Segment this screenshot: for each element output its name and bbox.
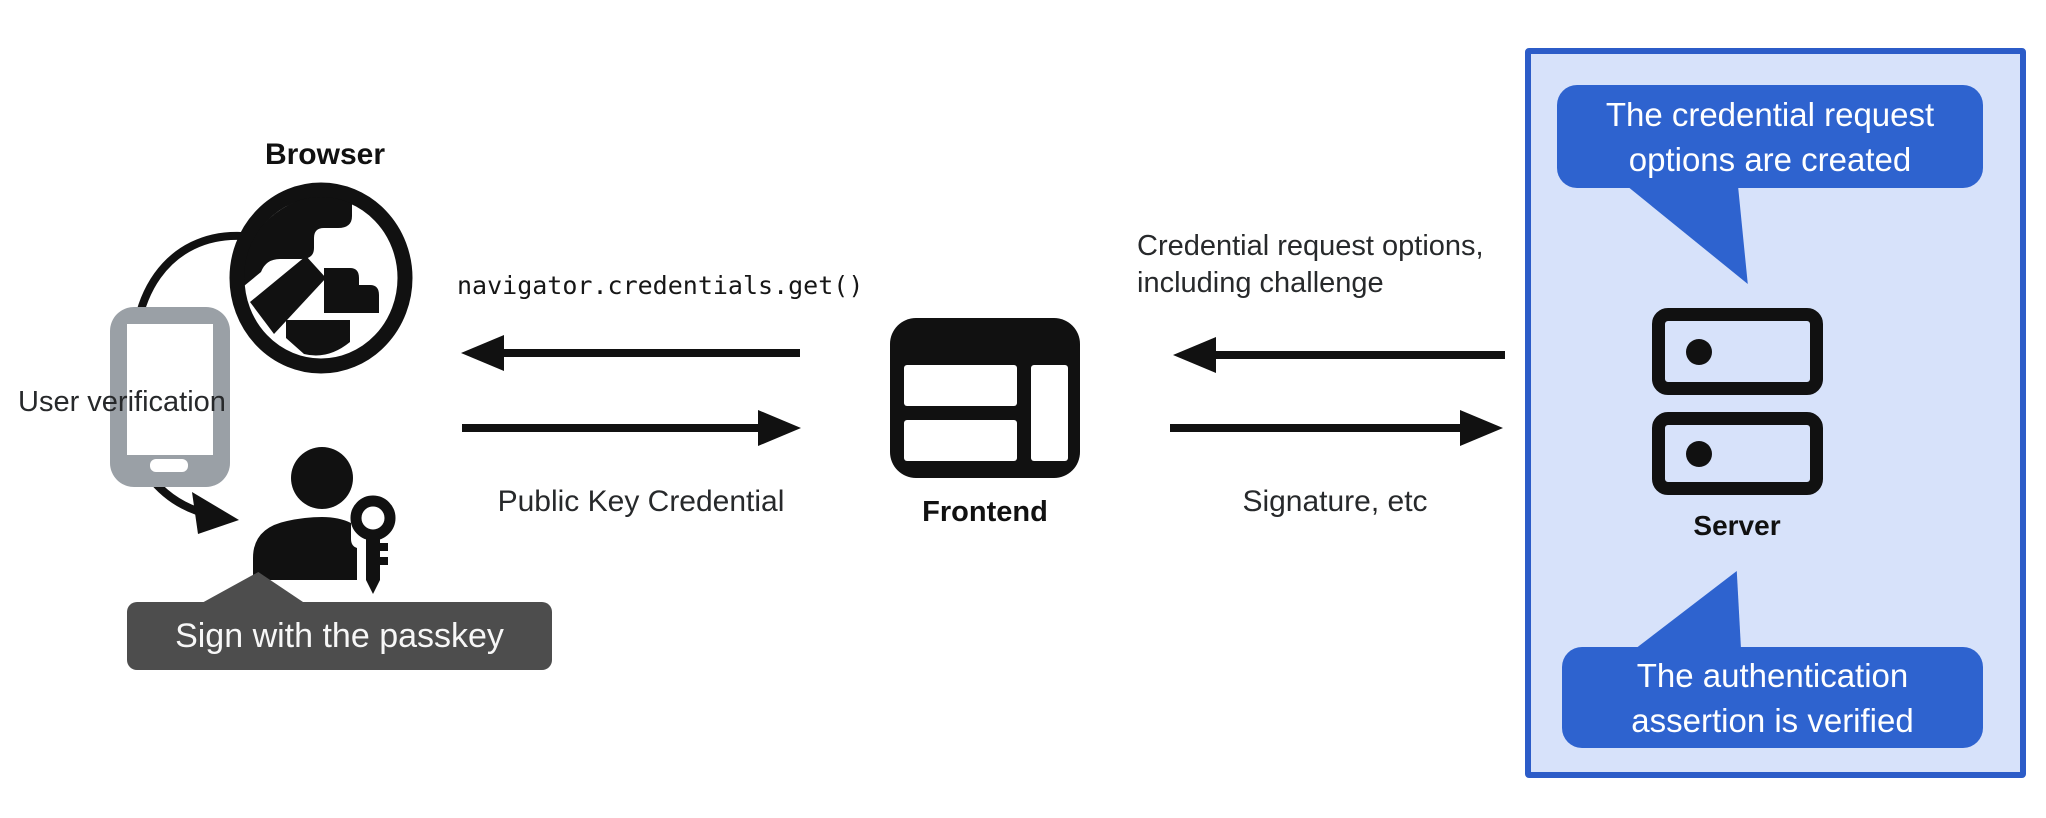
arrow-frontend-to-browser: [461, 335, 800, 371]
credential-request-line2: including challenge: [1137, 267, 1384, 299]
server-rack-icon: [1652, 308, 1823, 395]
bubble-line: The credential request: [1605, 95, 1935, 133]
person-passkey-icon: [253, 447, 396, 594]
server-label: Server: [1693, 510, 1781, 541]
arrow-server-to-frontend: [1173, 337, 1505, 373]
arrow-browser-to-frontend: [462, 410, 801, 446]
server-bottom-speech-bubble: The authentication assertion is verified: [1562, 647, 1983, 748]
frontend-window-icon: [890, 318, 1080, 478]
server-led-dot: [1686, 338, 1712, 365]
bubble-line: options are created: [1628, 140, 1912, 178]
bubble-line: assertion is verified: [1631, 701, 1914, 739]
arrow-frontend-to-server: [1170, 410, 1503, 446]
bubble-line: The authentication: [1636, 656, 1909, 694]
passkey-bubble-text: Sign with the passkey: [175, 616, 504, 655]
globe-icon: [229, 182, 413, 374]
signature-label: Signature, etc: [1242, 485, 1428, 518]
server-top-speech-bubble: The credential request options are creat…: [1557, 85, 1983, 188]
js-call-text: navigator.credentials.get(): [457, 271, 864, 300]
credential-request-line1: Credential request options,: [1137, 230, 1484, 262]
smartphone-icon: [110, 307, 230, 487]
server-led-dot: [1686, 440, 1712, 467]
passkey-bubble: Sign with the passkey: [127, 602, 552, 670]
credential-request-label: Credential request options, including ch…: [1137, 228, 1484, 302]
server-rack-icon: [1652, 412, 1823, 495]
frontend-label: Frontend: [922, 496, 1048, 528]
public-key-credential-label: Public Key Credential: [497, 485, 785, 518]
user-verification-label: User verification: [18, 386, 226, 418]
browser-label: Browser: [264, 138, 386, 171]
